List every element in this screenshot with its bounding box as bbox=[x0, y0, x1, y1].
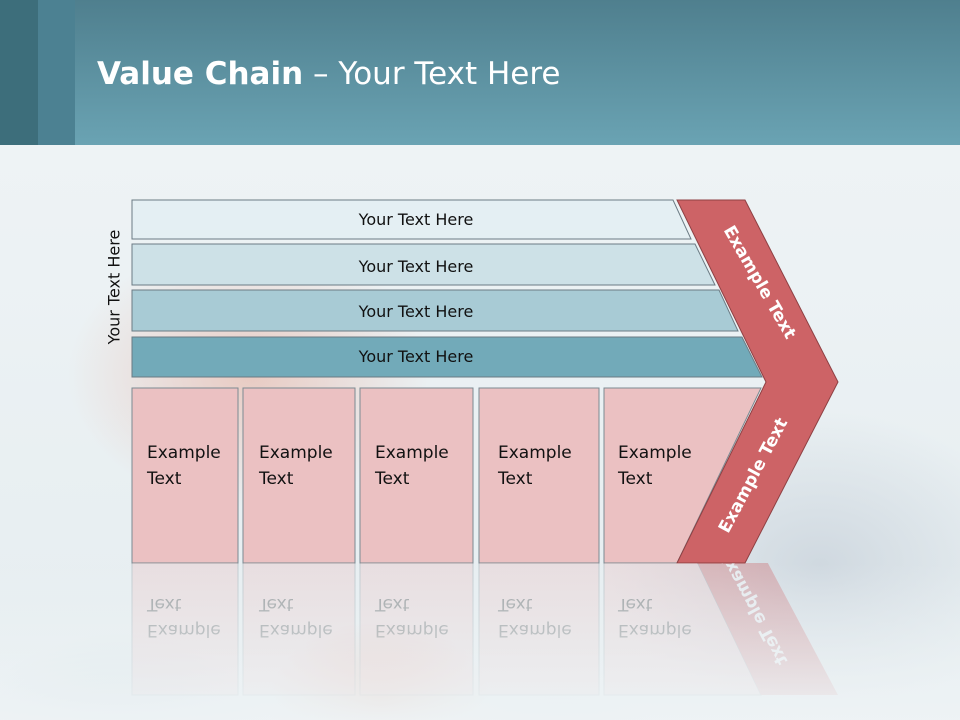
header-accent-bar bbox=[0, 0, 38, 145]
primary-box-1-line2: Text bbox=[146, 469, 182, 489]
primary-box-3-line1: Example bbox=[375, 443, 449, 463]
slide-title: Value Chain – Your Text Here bbox=[97, 52, 560, 96]
support-row-2-label: Your Text Here bbox=[358, 257, 474, 276]
support-row-3-label: Your Text Here bbox=[358, 302, 474, 321]
support-row-4-label: Your Text Here bbox=[358, 347, 474, 366]
title-rest: – Your Text Here bbox=[303, 56, 561, 92]
diagram-main: Your Text Here Your Text Here Your Text … bbox=[131, 199, 839, 564]
primary-box-3-line2: Text bbox=[374, 469, 410, 489]
title-bold: Value Chain bbox=[97, 56, 304, 92]
support-row-1-label: Your Text Here bbox=[358, 210, 474, 229]
primary-box-2-line2: Text bbox=[258, 469, 294, 489]
support-row-2 bbox=[131, 243, 716, 286]
support-row-3 bbox=[131, 289, 739, 332]
primary-box-1-line1: Example bbox=[147, 443, 221, 463]
header-accent-bar-2 bbox=[38, 0, 75, 145]
primary-box-4 bbox=[478, 387, 600, 564]
primary-box-1 bbox=[131, 387, 239, 564]
primary-box-4-line2: Text bbox=[497, 469, 533, 489]
primary-box-2 bbox=[242, 387, 356, 564]
reflection-fade bbox=[0, 563, 960, 720]
primary-box-5-line2: Text bbox=[617, 469, 653, 489]
primary-box-3 bbox=[359, 387, 474, 564]
primary-box-2-line1: Example bbox=[259, 443, 333, 463]
primary-box-5-line1: Example bbox=[618, 443, 692, 463]
slide-header: Value Chain – Your Text Here bbox=[0, 0, 960, 145]
support-row-4 bbox=[131, 336, 763, 378]
support-row-1 bbox=[131, 199, 692, 240]
primary-box-4-line1: Example bbox=[498, 443, 572, 463]
